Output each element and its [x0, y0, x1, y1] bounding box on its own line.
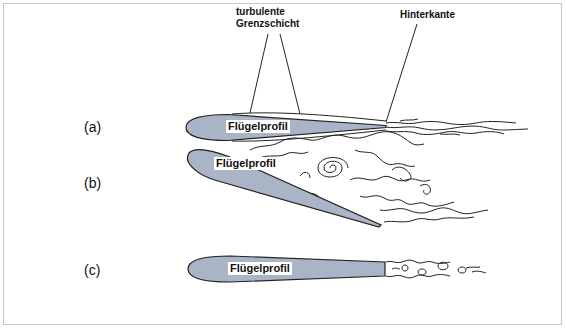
- airfoil-label: Flügelprofil: [226, 120, 290, 133]
- leader-lines: [250, 24, 417, 122]
- wake-b: [250, 132, 488, 222]
- airfoil: Flügelprofil: [186, 114, 386, 141]
- panel-label: (a): [84, 119, 101, 136]
- wake-a: [386, 119, 528, 135]
- annotation: Hinterkante: [400, 9, 455, 21]
- annotation: turbulente Grenzschicht: [236, 6, 318, 30]
- airfoil: Flügelprofil: [186, 148, 382, 228]
- wake-c: [386, 260, 486, 278]
- airfoil-label: Flügelprofil: [228, 262, 292, 275]
- airfoil: Flügelprofil: [188, 255, 385, 283]
- panel-label: (b): [84, 175, 101, 192]
- airfoil-label: Flügelprofil: [214, 157, 278, 170]
- panel-label: (c): [84, 262, 100, 279]
- frame: [4, 4, 562, 325]
